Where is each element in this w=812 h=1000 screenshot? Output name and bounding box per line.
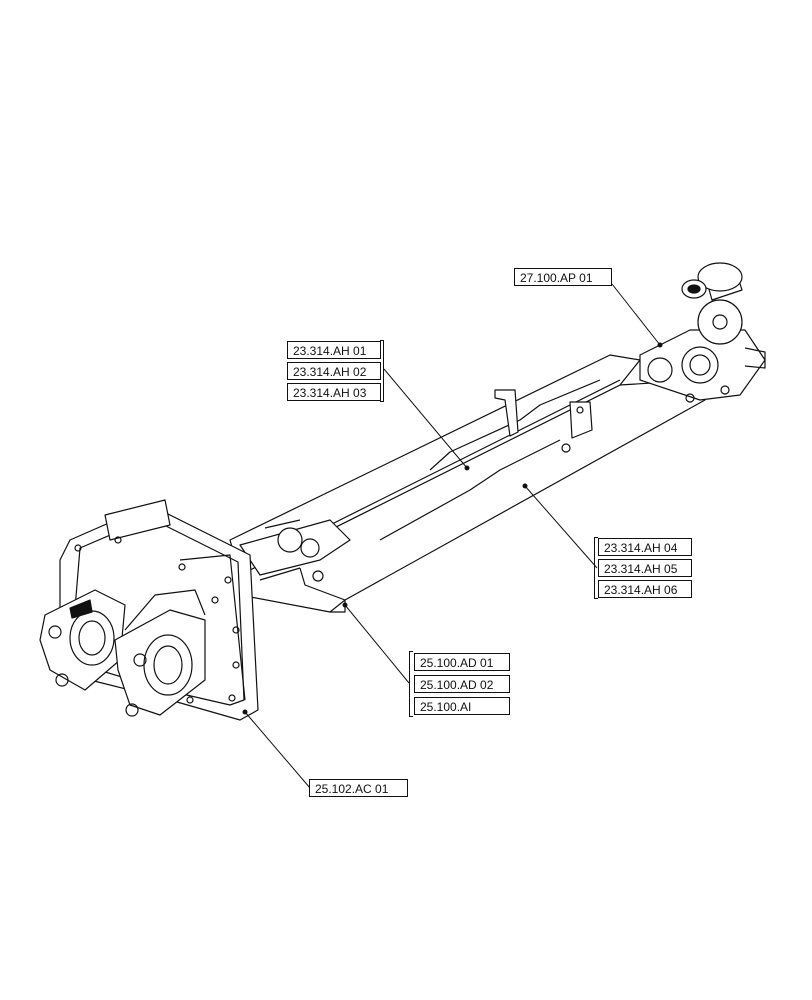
- callout-23-314-ah-02[interactable]: 23.314.AH 02: [287, 362, 381, 380]
- callout-23-314-ah-06[interactable]: 23.314.AH 06: [598, 580, 692, 598]
- callout-group-bracket-23-314-ah-01: [380, 340, 384, 402]
- leader-lines: [242, 283, 663, 789]
- callout-25-100-ad-02[interactable]: 25.100.AD 02: [414, 675, 510, 693]
- callout-27-100-ap-01[interactable]: 27.100.AP 01: [514, 268, 612, 286]
- drive-shaft-joint: [239, 519, 351, 582]
- callout-23-314-ah-04[interactable]: 23.314.AH 04: [598, 538, 692, 556]
- front-housing: [39, 499, 259, 721]
- callout-25-102-ac-01[interactable]: 25.102.AC 01: [309, 779, 408, 797]
- mounting-brackets: [494, 389, 593, 453]
- callout-group-bracket-25-100: [409, 651, 413, 717]
- callout-group-bracket-23-314-ah-04: [594, 537, 598, 599]
- callout-25-100-ad-01[interactable]: 25.100.AD 01: [414, 653, 510, 671]
- axle-beam: [229, 354, 706, 613]
- callout-23-314-ah-05[interactable]: 23.314.AH 05: [598, 559, 692, 577]
- callout-23-314-ah-01[interactable]: 23.314.AH 01: [287, 341, 381, 359]
- gear-assembly: [639, 262, 766, 403]
- callout-25-100-ai[interactable]: 25.100.AI: [414, 697, 510, 715]
- callout-23-314-ah-03[interactable]: 23.314.AH 03: [287, 383, 381, 401]
